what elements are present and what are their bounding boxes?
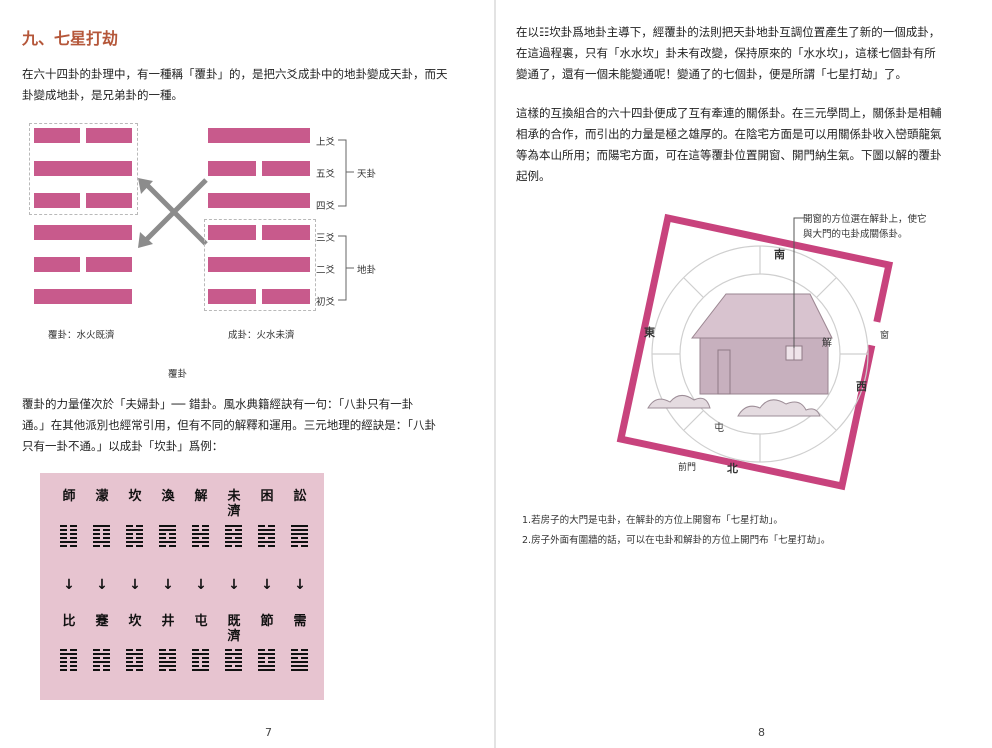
yin-line-left <box>34 128 80 143</box>
hexagram-name: 未 濟 <box>227 489 241 519</box>
page-number: 8 <box>758 726 765 739</box>
hexagram-name: 坎 <box>128 489 142 504</box>
yin-line-left <box>208 289 256 304</box>
yin-line-right <box>86 128 132 143</box>
hexagram-name: 蹇 <box>95 614 109 629</box>
yao-label: 二爻 <box>316 265 336 276</box>
hexagram-name: 坎 <box>128 614 142 629</box>
yin-line-left <box>34 257 80 272</box>
yao-label: 四爻 <box>316 201 336 212</box>
side-door-label: 窗 <box>878 330 888 339</box>
lower-trigram-box <box>204 219 316 311</box>
group-brackets <box>338 139 354 301</box>
hexagram-column: 訟 ↓ 需 <box>287 489 313 671</box>
door-marker-background <box>867 321 885 347</box>
yin-line-right <box>86 257 132 272</box>
hexagram-name: 解 <box>194 489 208 504</box>
yin-line-left <box>34 193 80 208</box>
house <box>690 293 833 395</box>
yang-line <box>34 289 132 304</box>
down-arrow: ↓ <box>63 577 75 593</box>
yang-line <box>34 161 132 176</box>
cloud <box>647 395 711 409</box>
down-arrow: ↓ <box>261 577 273 593</box>
yin-line-right <box>262 225 310 240</box>
upper-trigram-box <box>29 123 138 215</box>
hexagram-name: 節 <box>260 614 274 629</box>
yang-line <box>208 193 310 208</box>
caption-right-hexagram: 成卦：火水未濟 <box>228 330 295 341</box>
yao-label: 三爻 <box>316 233 336 244</box>
compass-sector-lines <box>652 246 868 462</box>
front-door-label: 前門 <box>678 463 697 473</box>
yang-line <box>208 257 310 272</box>
hexagram-name: 困 <box>260 489 274 504</box>
callout-text: 開窗的方位選在解卦上，使它 與大門的屯卦成關係卦。 <box>803 214 927 240</box>
page-number: 7 <box>265 726 272 739</box>
down-arrow: ↓ <box>195 577 207 593</box>
yao-label: 五爻 <box>316 169 336 180</box>
body-paragraph: 覆卦的力量僅次於「夫婦卦」── 錯卦。風水典籍經訣有一句：「八卦只有一卦 通。」… <box>22 397 436 453</box>
sector-tun-label: 屯 <box>714 423 724 434</box>
direction-south: 南 <box>774 248 785 261</box>
swap-arrows <box>138 178 208 248</box>
body-paragraph: 這樣的互換組合的六十四卦便成了互有牽連的關係卦。在三元學問上，關係卦是相輔 相承… <box>516 106 942 183</box>
intro-paragraph: 在以☷坎卦爲地卦主導下，經覆卦的法則把天卦地卦互調位置產生了新的一個成卦， 在這… <box>516 25 941 81</box>
yang-line <box>34 225 132 240</box>
hexagram-column: 解 ↓ 屯 <box>188 489 214 671</box>
hexagram-name: 井 <box>161 614 175 629</box>
intro-paragraph: 在六十四卦的卦理中，有一種稱「覆卦」的，是把六爻成卦中的地卦變成天卦，而天 卦變… <box>22 67 448 102</box>
yao-label: 初爻 <box>316 297 336 308</box>
direction-west: 西 <box>856 380 867 393</box>
callout-leader <box>793 217 804 348</box>
hexagram-name: 需 <box>293 614 307 629</box>
figure-caption: 覆卦 <box>168 369 188 380</box>
hexagram-table: 師 ↓ 比 濛 ↓ 蹇 坎 ↓ 坎 渙 ↓ 井 解 <box>40 473 324 700</box>
heaven-trigram-label: 天卦 <box>357 169 377 180</box>
note-item: 2.房子外面有圍牆的話，可以在屯卦和解卦的方位上開門布「七星打劫」。 <box>522 535 831 546</box>
hexagram-name: 訟 <box>293 489 307 504</box>
hexagram-column: 困 ↓ 節 <box>254 489 280 671</box>
yin-line-left <box>208 161 256 176</box>
hexagram-column: 未 濟 ↓ 既 濟 <box>221 489 247 671</box>
down-arrow: ↓ <box>96 577 108 593</box>
down-arrow: ↓ <box>228 577 240 593</box>
yao-label: 上爻 <box>316 137 336 148</box>
section-title: 九、七星打劫 <box>22 29 119 48</box>
hexagram-name: 屯 <box>194 614 208 629</box>
yin-line-left <box>208 225 256 240</box>
hexagram-column: 渙 ↓ 井 <box>155 489 181 671</box>
right-page: 在以☷坎卦爲地卦主導下，經覆卦的法則把天卦地卦互調位置產生了新的一個成卦， 在這… <box>496 0 992 748</box>
hexagram-name: 比 <box>62 614 76 629</box>
direction-east: 東 <box>644 326 655 339</box>
note-item: 1.若房子的大門是屯卦，在解卦的方位上開窗布「七星打劫」。 <box>522 515 783 526</box>
yin-line-right <box>262 289 310 304</box>
page-spine <box>494 0 496 748</box>
down-arrow: ↓ <box>129 577 141 593</box>
house-compass-figure <box>616 213 894 491</box>
hexagram-column: 坎 ↓ 坎 <box>122 489 148 671</box>
yang-line <box>208 128 310 143</box>
left-page: 九、七星打劫 在六十四卦的卦理中，有一種稱「覆卦」的，是把六爻成卦中的地卦變成天… <box>0 0 494 748</box>
hexagram-name: 渙 <box>161 489 175 504</box>
hexagram-name: 既 濟 <box>227 614 241 644</box>
direction-north: 北 <box>727 462 738 475</box>
hexagram-name: 師 <box>62 489 76 504</box>
hexagram-column: 師 ↓ 比 <box>56 489 82 671</box>
sector-jie-label: 解 <box>822 338 832 349</box>
cloud <box>737 399 821 417</box>
yin-line-right <box>262 161 310 176</box>
caption-left-hexagram: 覆卦：水火既濟 <box>48 330 115 341</box>
down-arrow: ↓ <box>162 577 174 593</box>
yin-line-right <box>86 193 132 208</box>
hexagram-name: 濛 <box>95 489 109 504</box>
down-arrow: ↓ <box>294 577 306 593</box>
hexagram-column: 濛 ↓ 蹇 <box>89 489 115 671</box>
earth-trigram-label: 地卦 <box>357 265 377 276</box>
